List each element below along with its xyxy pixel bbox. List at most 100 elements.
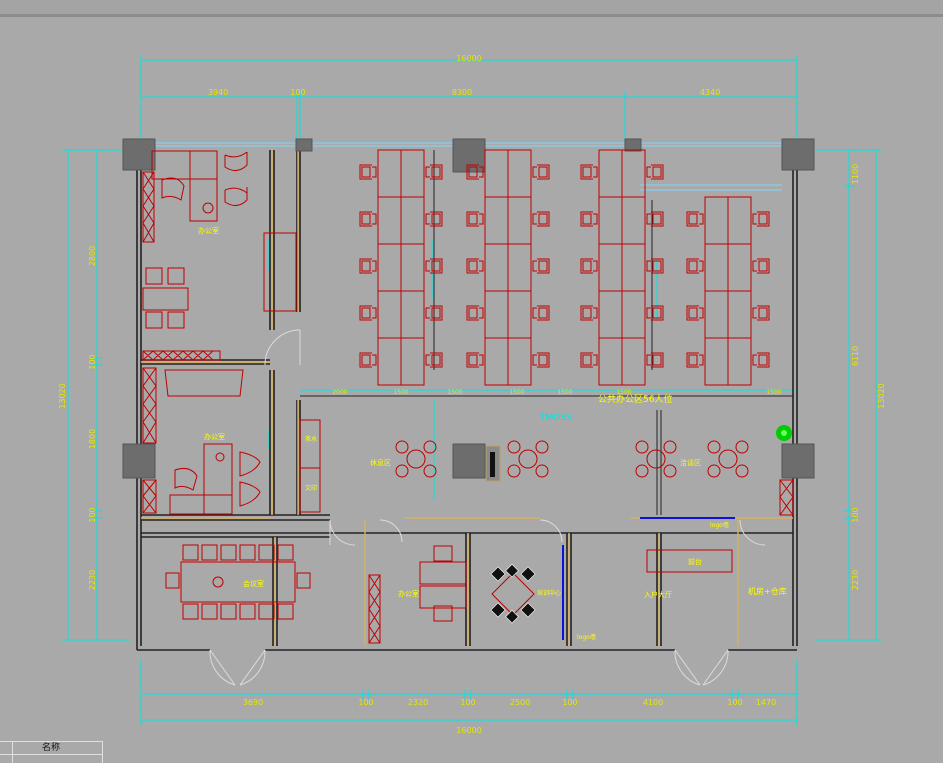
- label-logo-wall-1: logo墙: [577, 633, 596, 641]
- desk-chair-seat: [431, 166, 441, 178]
- desk-chair: [466, 305, 484, 321]
- dim-bottom-seg-1: 3690: [243, 698, 263, 707]
- desk-chair-seat: [361, 354, 371, 366]
- desk-chair-seat: [431, 260, 441, 272]
- round-table: [718, 449, 738, 469]
- dim-bottom-seg-4: 100: [460, 698, 475, 707]
- dim-top-seg-4: 4340: [700, 88, 720, 97]
- desk-chair-seat: [431, 213, 441, 225]
- walls: [136, 142, 798, 651]
- dim-bottom-total: 16000: [456, 726, 481, 735]
- round-table: [518, 449, 538, 469]
- dim-inner-2: 1500: [393, 389, 408, 396]
- desk-chair: [646, 211, 664, 227]
- desk-chair-seat: [758, 260, 768, 272]
- dim-bottom-seg-2: 100: [358, 698, 373, 707]
- desk-chair: [752, 258, 770, 274]
- round-table: [406, 449, 426, 469]
- meeting-chair: [258, 544, 275, 561]
- desk: [507, 243, 532, 292]
- desk-chair: [466, 164, 484, 180]
- lower-furniture: [368, 479, 794, 644]
- desk-chair-seat: [361, 166, 371, 178]
- desk-chair: [425, 305, 443, 321]
- label-reception-hall: 入户大厅: [644, 590, 672, 599]
- dim-bottom-seg-6: 100: [562, 698, 577, 707]
- desk-chair-seat: [538, 213, 548, 225]
- desk-chair-seat: [361, 260, 371, 272]
- desk-chair: [359, 258, 377, 274]
- desk-chair: [580, 211, 598, 227]
- dim-inner-1: 2000: [332, 389, 347, 396]
- desk: [727, 337, 752, 386]
- desk: [598, 149, 623, 198]
- desk: [507, 149, 532, 198]
- desk-chair: [686, 258, 704, 274]
- dim-right-seg-3: 100: [851, 507, 860, 522]
- dim-left-seg-1: 2800: [88, 246, 97, 266]
- meeting-chair: [277, 603, 294, 620]
- label-logo-wall-2: logo墙: [710, 521, 729, 529]
- desk: [400, 196, 425, 245]
- round-chair: [395, 464, 409, 478]
- desk: [598, 196, 623, 245]
- desk-chair-seat: [468, 166, 478, 178]
- desk-chair-seat: [688, 213, 698, 225]
- desk: [484, 196, 509, 245]
- desk: [400, 337, 425, 386]
- desk-chair-seat: [758, 213, 768, 225]
- label-office-3: 办公室: [398, 589, 419, 598]
- desk: [704, 196, 729, 245]
- meeting-chairs: [165, 544, 311, 620]
- desk-chair-seat: [538, 307, 548, 319]
- desk: [704, 243, 729, 292]
- desk-chair: [466, 352, 484, 368]
- desk-chair: [425, 258, 443, 274]
- label-negotiation: 洽谈区: [680, 458, 701, 467]
- desk-chair-seat: [688, 307, 698, 319]
- desk-chair: [580, 305, 598, 321]
- desk-chair-seat: [582, 307, 592, 319]
- desk-chair-seat: [652, 260, 662, 272]
- desk-chair-seat: [431, 307, 441, 319]
- desk-chair-seat: [582, 354, 592, 366]
- label-open-office: 公共办公区56人位: [598, 393, 672, 405]
- desk-chair-seat: [468, 213, 478, 225]
- desk-chair: [646, 258, 664, 274]
- desk-chair: [359, 164, 377, 180]
- round-table: [646, 449, 666, 469]
- desk-chair-seat: [688, 354, 698, 366]
- dim-left-seg-3: 1800: [88, 429, 97, 449]
- desk-chair-seat: [652, 354, 662, 366]
- desk: [377, 290, 402, 339]
- desk: [507, 337, 532, 386]
- desk-chair: [359, 211, 377, 227]
- desk: [621, 290, 646, 339]
- desk-chair-seat: [582, 260, 592, 272]
- meeting-chair: [165, 572, 180, 589]
- desk-chair: [532, 305, 550, 321]
- desk-chair-seat: [468, 260, 478, 272]
- dim-inner-3: 1500: [447, 389, 462, 396]
- desk-chair-seat: [538, 166, 548, 178]
- meeting-chair: [201, 603, 218, 620]
- dim-top-seg-1: 3940: [208, 88, 228, 97]
- desk-chair: [532, 164, 550, 180]
- meeting-chair: [182, 544, 199, 561]
- dim-inner-4: 1500: [509, 389, 524, 396]
- desk: [400, 290, 425, 339]
- label-office-1: 办公室: [198, 226, 219, 235]
- top-strip: [0, 0, 943, 17]
- desk: [484, 243, 509, 292]
- meeting-chair: [296, 572, 311, 589]
- desk: [484, 290, 509, 339]
- dim-right-seg-4: 2230: [851, 570, 860, 590]
- label-print: 文印: [305, 484, 317, 492]
- desk-chair-seat: [538, 260, 548, 272]
- training-chairs: [490, 563, 536, 624]
- round-chair: [663, 464, 677, 478]
- desk: [727, 243, 752, 292]
- dim-right-total: 13020: [877, 383, 886, 408]
- desk-chair: [532, 258, 550, 274]
- desk-chair: [532, 211, 550, 227]
